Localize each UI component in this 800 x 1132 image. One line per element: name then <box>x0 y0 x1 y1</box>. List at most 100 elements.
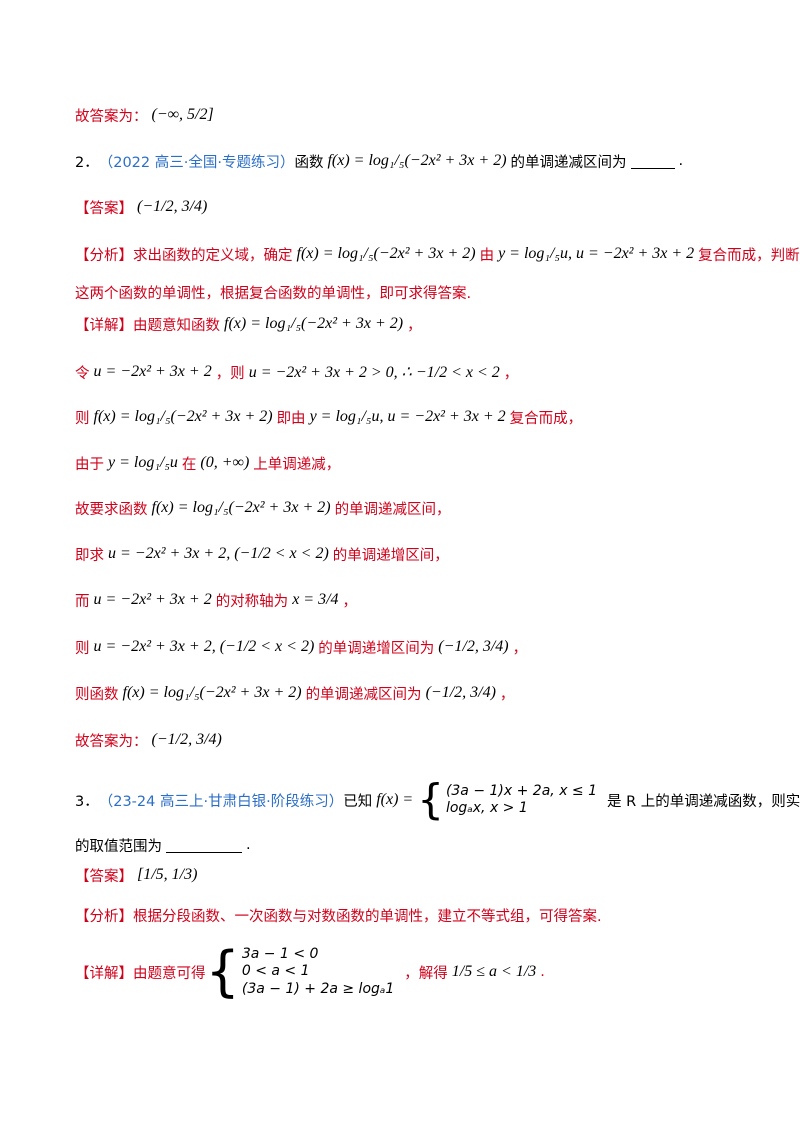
question-3-line2: 的取值范围为 . <box>75 828 251 862</box>
detail-end: . <box>540 964 545 980</box>
detail-2-gu: 故要求函数 f(x) = log₁/₅(−2x² + 3x + 2) 的单调递减… <box>75 491 451 525</box>
question-source: （23-24 高三上·甘肃白银·阶段练习） <box>98 793 344 810</box>
case-2: logₐx, x > 1 <box>445 800 528 816</box>
answer-blank <box>166 838 242 853</box>
ze3-math-2: (−1/2, 3/4) <box>425 684 496 701</box>
ji-text-b: 的单调递增区间， <box>332 547 449 564</box>
answer-line-prev: 故答案为： (−∞, 5/2] <box>75 98 218 132</box>
you-math-2: (0, +∞) <box>200 454 250 471</box>
analysis-2: 【分析】 求出函数的定义域，确定 f(x) = log₁/₅(−2x² + 3x… <box>75 237 800 271</box>
ze2-math-1: u = −2x² + 3x + 2, (−1/2 < x < 2) <box>93 638 315 655</box>
answer-label: 【答案】 <box>75 868 133 885</box>
analysis-text-c: 复合而成，判断 <box>698 247 800 264</box>
analysis-label: 【分析】 <box>75 908 133 925</box>
er-math-1: u = −2x² + 3x + 2 <box>93 591 212 608</box>
detail-end: ， <box>407 317 422 334</box>
er-text-b: 的对称轴为 <box>215 593 289 610</box>
analysis-text-b: 由 <box>479 247 495 264</box>
question-math: f(x) = log₁/₅(−2x² + 3x + 2) <box>327 152 507 169</box>
detail-2-ze2: 则 u = −2x² + 3x + 2, (−1/2 < x < 2) 的单调递… <box>75 630 527 664</box>
analysis-text-2: 这两个函数的单调性，根据复合函数的单调性，即可求得答案. <box>75 285 472 302</box>
question-text: 已知 <box>343 793 373 810</box>
ling-math-1: u = −2x² + 3x + 2 <box>93 363 212 380</box>
question-text-post: 是 R 上的单调递减函数，则实数 <box>607 793 800 810</box>
detail-label: 【详解】 <box>75 317 133 334</box>
final-text: 故答案为： <box>75 733 148 750</box>
question-number: 2． <box>75 154 99 171</box>
ling-math-2: u = −2x² + 3x + 2 > 0, ∴ −1/2 < x < 2 <box>248 364 500 381</box>
ze3-math-1: f(x) = log₁/₅(−2x² + 3x + 2) <box>122 684 302 701</box>
question-2: 2． （2022 高三·全国·专题练习） 函数 f(x) = log₁/₅(−2… <box>75 144 683 178</box>
ling-text-b: ，则 <box>215 365 245 382</box>
question-source: （2022 高三·全国·专题练习） <box>98 154 295 171</box>
piecewise-system: { (3a − 1)x + 2a, x ≤ 1 logₐx, x > 1 <box>417 779 597 821</box>
question-text-post: 的单调递减区间为 <box>510 154 627 171</box>
answer-prefix: 故答案为： <box>75 108 148 125</box>
detail-2-ling: 令 u = −2x² + 3x + 2 ，则 u = −2x² + 3x + 2… <box>75 355 518 389</box>
gu-text: 故要求函数 <box>75 501 148 518</box>
ze3-text-b: 的单调递减区间为 <box>305 686 422 703</box>
ze2-end: ， <box>512 640 528 657</box>
analysis-math-2: y = log₁/₅u, u = −2x² + 3x + 2 <box>498 245 695 262</box>
detail-math: f(x) = log₁/₅(−2x² + 3x + 2) <box>224 315 404 332</box>
ze-text-b: 即由 <box>276 410 306 427</box>
row-1: 3a − 1 < 0 <box>241 945 319 962</box>
brace-icon: { <box>205 940 240 1003</box>
detail-2-er: 而 u = −2x² + 3x + 2 的对称轴为 x = 3/4 ， <box>75 583 357 617</box>
question-end: . <box>246 837 251 853</box>
question-text-2: 的取值范围为 <box>75 838 162 855</box>
er-math-2: x = 3/4 <box>292 591 339 608</box>
er-end: ， <box>342 593 358 610</box>
answer-blank <box>630 154 675 169</box>
detail-2: 【详解】 由题意知函数 f(x) = log₁/₅(−2x² + 3x + 2)… <box>75 307 422 341</box>
ze-text-c: 复合而成， <box>509 410 583 427</box>
ze2-text: 则 <box>75 640 90 657</box>
inequality-system: { 3a − 1 < 0 0 < a < 1 (3a − 1) + 2a ≥ l… <box>206 945 395 999</box>
analysis-label: 【分析】 <box>75 247 133 264</box>
answer-label: 【答案】 <box>75 200 133 217</box>
ze-math-2: y = log₁/₅u, u = −2x² + 3x + 2 <box>309 408 506 425</box>
row-3: (3a − 1) + 2a ≥ logₐ1 <box>241 980 395 997</box>
you-text-b: 在 <box>181 456 197 473</box>
detail-text-b: ，解得 <box>404 965 448 982</box>
detail-2-ji: 即求 u = −2x² + 3x + 2, (−1/2 < x < 2) 的单调… <box>75 537 449 571</box>
ze-math-1: f(x) = log₁/₅(−2x² + 3x + 2) <box>93 408 273 425</box>
analysis-3: 【分析】 根据分段函数、一次函数与对数函数的单调性，建立不等式组，可得答案. <box>75 898 602 932</box>
question-number: 3． <box>75 793 99 810</box>
ze-text: 则 <box>75 410 90 427</box>
detail-2-ze: 则 f(x) = log₁/₅(−2x² + 3x + 2) 即由 y = lo… <box>75 400 582 434</box>
detail-label: 【详解】 <box>75 965 133 982</box>
ze2-math-2: (−1/2, 3/4) <box>438 638 509 655</box>
question-3: 3． （23-24 高三上·甘肃白银·阶段练习） 已知 f(x) = { (3a… <box>75 779 800 821</box>
ji-text: 即求 <box>75 547 104 564</box>
analysis-text: 求出函数的定义域，确定 <box>133 247 293 264</box>
detail-2-ze3: 则函数 f(x) = log₁/₅(−2x² + 3x + 2) 的单调递减区间… <box>75 676 514 710</box>
you-math-1: y = log₁/₅u <box>108 454 178 471</box>
answer-math: (−1/2, 3/4) <box>137 198 208 215</box>
question-func: f(x) = <box>376 791 414 808</box>
gu-math: f(x) = log₁/₅(−2x² + 3x + 2) <box>151 499 331 516</box>
answer-math: [1/5, 1/3) <box>137 866 198 883</box>
you-text-c: 上单调递减， <box>253 456 341 473</box>
detail-math: 1/5 ≤ a < 1/3 <box>451 963 537 980</box>
you-text: 由于 <box>75 456 104 473</box>
detail-2-you: 由于 y = log₁/₅u 在 (0, +∞) 上单调递减， <box>75 446 340 480</box>
ze3-end: ， <box>499 686 515 703</box>
analysis-text: 根据分段函数、一次函数与对数函数的单调性，建立不等式组，可得答案. <box>133 908 602 925</box>
detail-2-final: 故答案为： (−1/2, 3/4) <box>75 723 226 757</box>
question-text: 函数 <box>294 154 324 171</box>
ze2-text-b: 的单调递增区间为 <box>318 640 435 657</box>
case-1: (3a − 1)x + 2a, x ≤ 1 <box>445 782 598 799</box>
question-end: . <box>678 153 684 169</box>
ling-end: ， <box>503 365 519 382</box>
detail-text: 由题意知函数 <box>133 317 220 334</box>
detail-text: 由题意可得 <box>133 965 206 982</box>
answer-2: 【答案】 (−1/2, 3/4) <box>75 190 211 224</box>
ji-math: u = −2x² + 3x + 2, (−1/2 < x < 2) <box>108 545 329 562</box>
ze3-text: 则函数 <box>75 686 119 703</box>
row-2: 0 < a < 1 <box>241 963 310 980</box>
final-math: (−1/2, 3/4) <box>151 731 222 748</box>
answer-3: 【答案】 [1/5, 1/3) <box>75 858 201 892</box>
gu-text-b: 的单调递减区间， <box>334 501 451 518</box>
